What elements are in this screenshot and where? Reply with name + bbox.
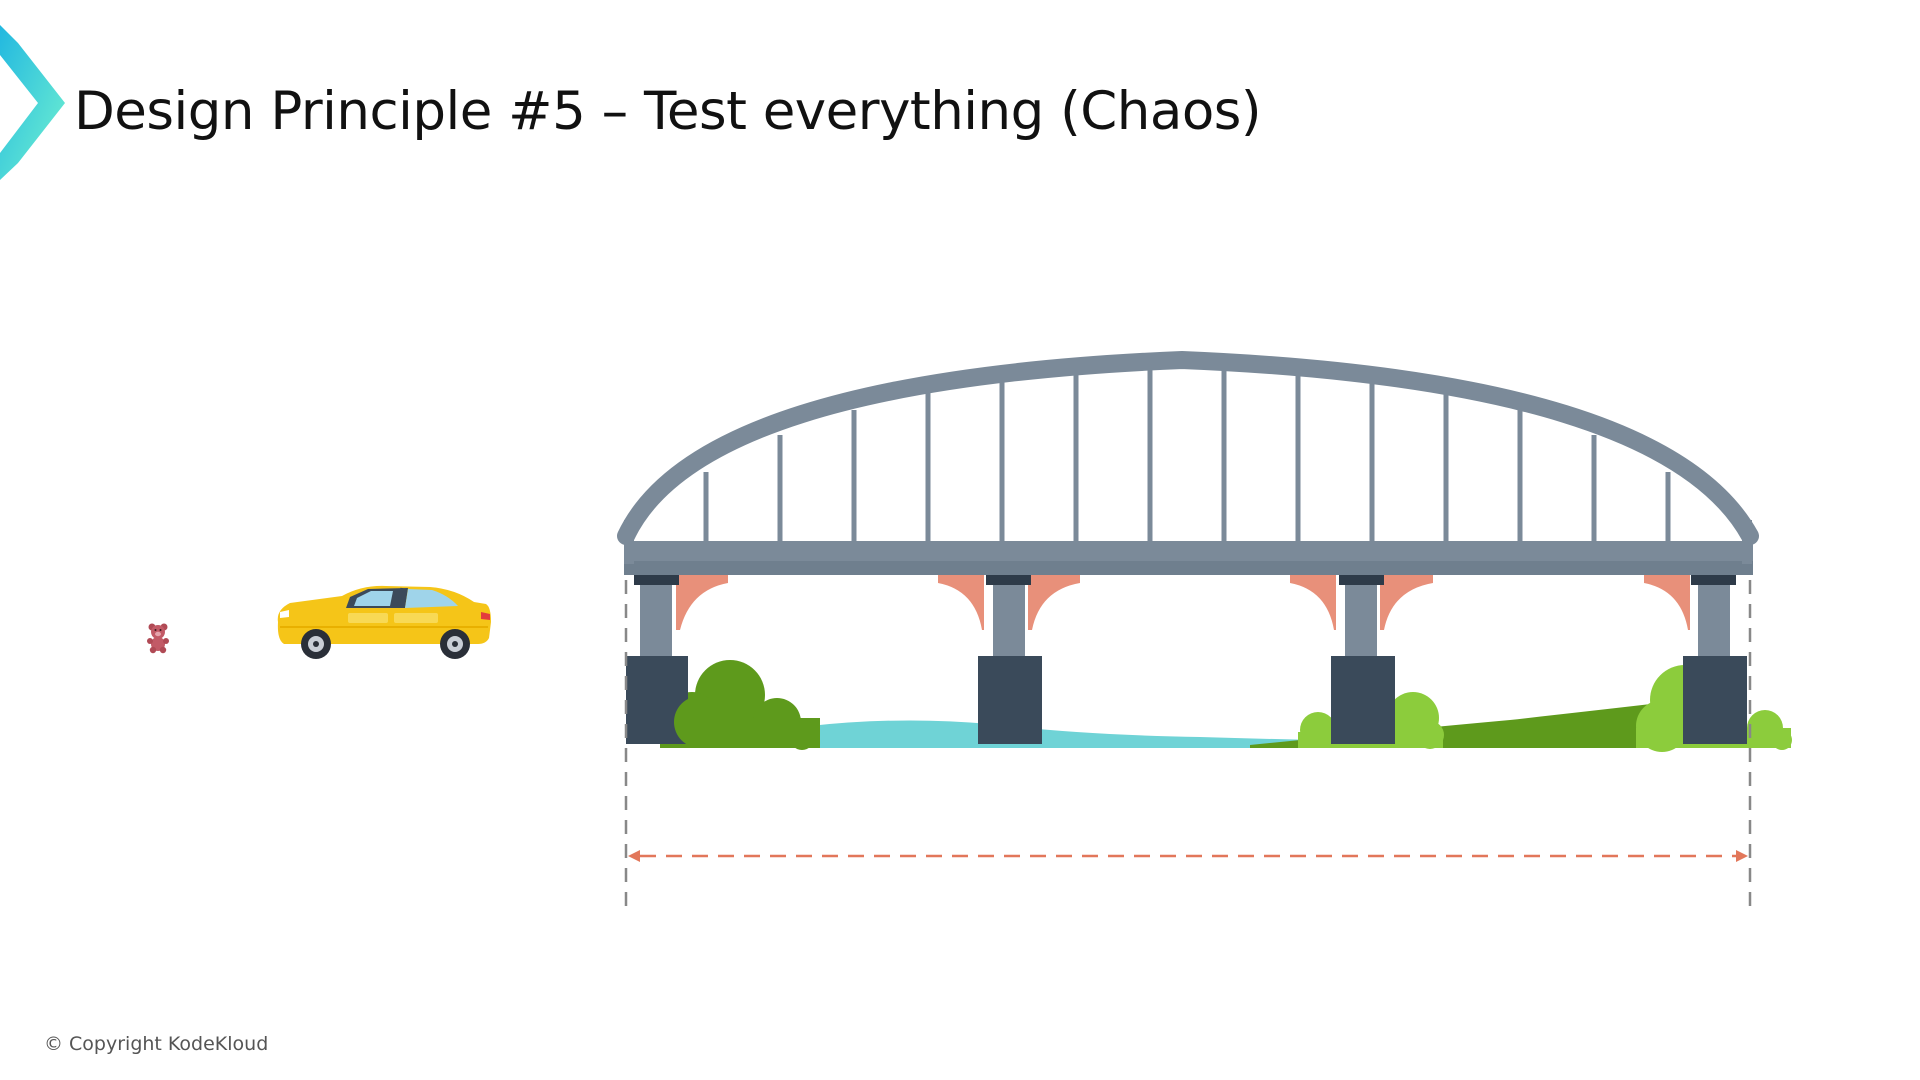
span-arrow bbox=[624, 580, 1752, 915]
river bbox=[810, 720, 1420, 748]
teddy-bear-icon bbox=[147, 623, 169, 654]
page-title: Design Principle #5 – Test everything (C… bbox=[74, 81, 1262, 142]
car-icon bbox=[277, 585, 491, 659]
bridge-brackets bbox=[676, 575, 1690, 630]
bridge-illustration bbox=[617, 350, 1792, 752]
kodekloud-chevron-logo bbox=[0, 25, 65, 180]
bridge-piers bbox=[626, 585, 1747, 744]
bridge-hangers bbox=[703, 370, 1671, 545]
bridge-deck bbox=[624, 541, 1753, 563]
copyright-text: © Copyright KodeKloud bbox=[44, 1033, 269, 1055]
bridge-arch bbox=[617, 350, 1759, 545]
